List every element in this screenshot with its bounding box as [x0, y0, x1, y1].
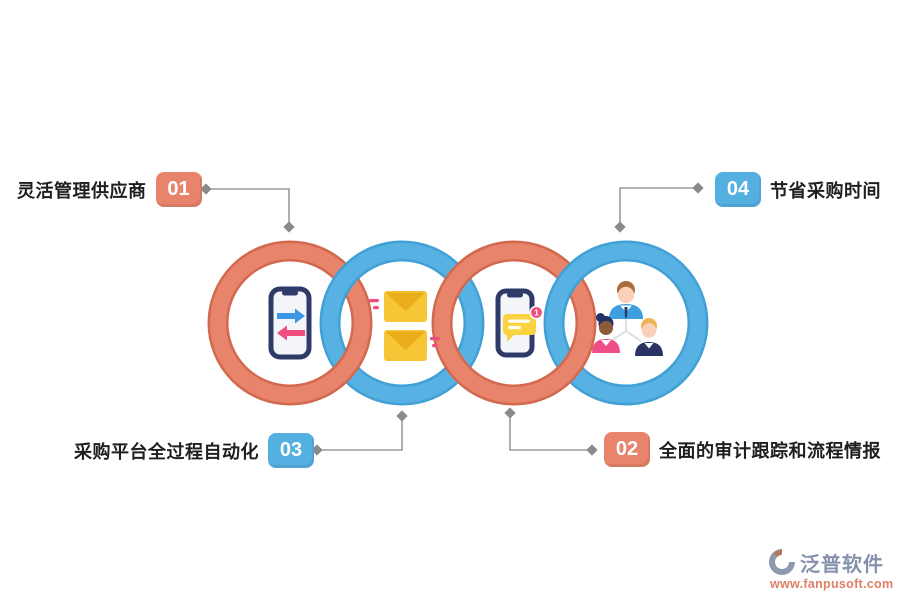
connector-04: [614, 182, 704, 233]
callout-02-number: 02: [615, 438, 639, 460]
callout-03-badge: 03: [268, 433, 314, 468]
ring-02-overlap-arc: [539, 338, 594, 398]
callout-03-label: 采购平台全过程自动化: [74, 441, 259, 462]
person-top: [609, 281, 643, 319]
diamond-endpoint: [283, 221, 295, 233]
phone-transfer-icon: [268, 286, 312, 360]
callout-04: 04 节省采购时间: [715, 172, 881, 207]
diamond-endpoint: [586, 444, 598, 456]
callout-02-label: 全面的审计跟踪和流程情报: [659, 440, 881, 461]
arrow-left-icon: [277, 325, 305, 341]
ring-04: [543, 240, 709, 406]
brand-name: 泛普软件: [800, 553, 884, 576]
callout-01-label: 灵活管理供应商: [17, 180, 147, 201]
connector-02: [504, 407, 598, 456]
brand-url: www.fanpusoft.com: [770, 577, 894, 591]
callout-01: 灵活管理供应商 01: [17, 172, 202, 207]
callout-04-number: 04: [726, 178, 750, 200]
team-icon: [592, 281, 663, 356]
callout-04-badge: 04: [715, 172, 761, 207]
callout-03-number: 03: [279, 439, 303, 461]
fanpu-logo-icon: [769, 547, 795, 575]
envelopes-icon: [369, 291, 440, 361]
chat-bubble: [503, 314, 536, 342]
envelope-top: [369, 291, 427, 322]
arrow-right-icon: [277, 308, 305, 324]
callout-02-badge: 02: [604, 432, 650, 467]
ring-03-blue: [319, 240, 485, 406]
chat-phone-icon: 1: [495, 288, 544, 358]
callout-02: 02 全面的审计跟踪和流程情报: [604, 432, 881, 467]
ring-02-salmon: [431, 240, 597, 406]
diamond-endpoint: [200, 183, 212, 195]
ring-01: [207, 240, 373, 406]
diamond-endpoint: [614, 221, 626, 233]
brand-watermark: 泛普软件 www.fanpusoft.com: [768, 546, 900, 591]
ring-01-overlap-arc: [315, 338, 370, 398]
notification-badge: 1: [529, 305, 544, 320]
person-right: [635, 318, 663, 356]
callout-01-badge: 01: [155, 172, 202, 207]
diamond-endpoint: [396, 410, 408, 422]
diamond-endpoint: [504, 407, 516, 419]
callout-03: 采购平台全过程自动化 03: [74, 433, 314, 468]
callout-01-number: 01: [167, 178, 190, 200]
connector-01: [200, 183, 295, 233]
diamond-endpoint: [311, 444, 323, 456]
callout-04-label: 节省采购时间: [770, 180, 881, 201]
person-left: [592, 313, 620, 353]
notification-count: 1: [534, 308, 539, 318]
envelope-bottom: [384, 330, 440, 361]
diamond-endpoint: [692, 182, 704, 194]
connector-03: [311, 410, 408, 456]
org-connector: [610, 316, 642, 342]
